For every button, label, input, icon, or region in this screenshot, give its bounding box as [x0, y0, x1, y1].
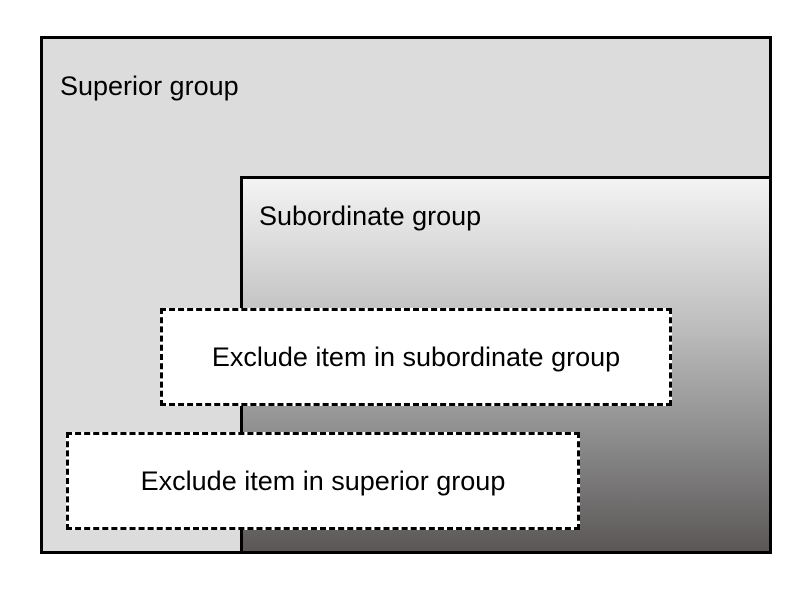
- exclude-subordinate-label: Exclude item in subordinate group: [211, 341, 621, 372]
- exclude-superior-label: Exclude item in superior group: [140, 465, 506, 496]
- exclude-subordinate-box: Exclude item in subordinate group: [160, 308, 672, 406]
- superior-group-label: Superior group: [60, 71, 239, 101]
- exclude-superior-box: Exclude item in superior group: [66, 432, 580, 530]
- subordinate-group-label: Subordinate group: [259, 201, 482, 231]
